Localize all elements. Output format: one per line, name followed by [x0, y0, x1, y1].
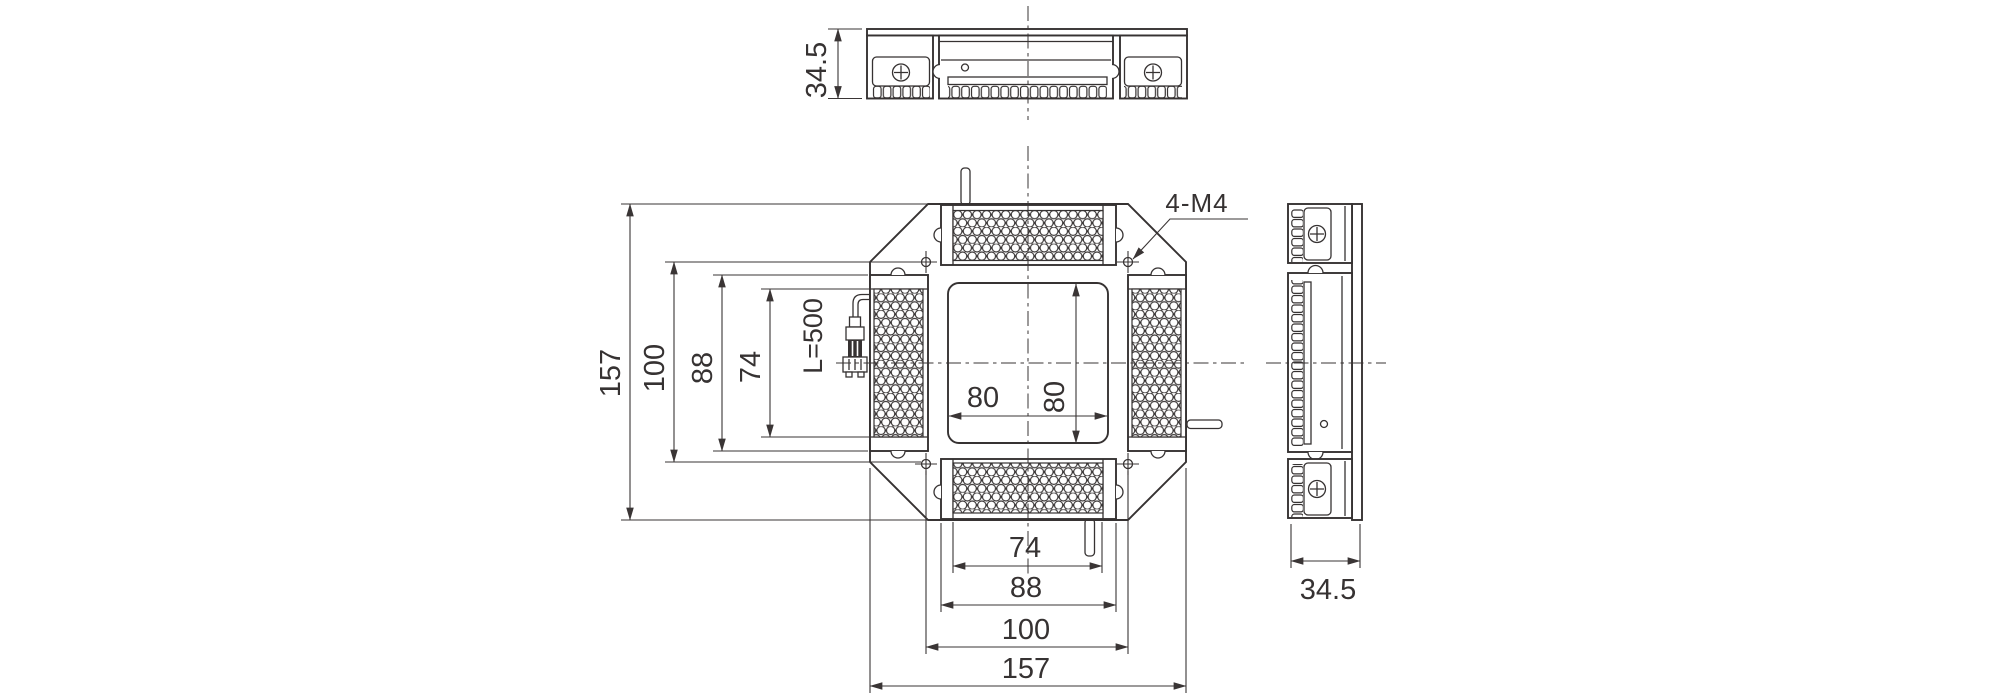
side-notch — [1307, 264, 1324, 274]
mounting-holes-m4 — [915, 251, 1139, 475]
connector-plug — [848, 340, 862, 357]
dim-label: 74 — [1009, 532, 1041, 564]
side-notch — [1115, 227, 1124, 243]
cable — [852, 293, 870, 317]
cable-length-label: L=500 — [798, 298, 828, 374]
dim-overall-width-157: 157 — [869, 468, 1187, 693]
side-notch — [1111, 63, 1120, 80]
front-view — [842, 167, 1223, 557]
callout-corner-holes: 4-M4 — [1132, 188, 1248, 260]
side-notch — [1150, 267, 1166, 276]
dim-label: 80 — [967, 382, 999, 414]
dim-opening-width-80: 80 — [948, 382, 1108, 420]
side-view-top-module — [1287, 203, 1353, 264]
dim-window-74-h: 74 — [952, 522, 1103, 573]
dim-label: 34.5 — [1300, 574, 1356, 606]
side-notch — [890, 267, 906, 276]
top-view-center-module — [932, 34, 1120, 100]
dim-label: 157 — [595, 349, 627, 397]
m4-hole — [915, 251, 937, 273]
dim-label: 80 — [1039, 381, 1071, 413]
side-notch — [1150, 450, 1166, 459]
indicator-hole — [960, 63, 970, 72]
dim-label: 100 — [639, 344, 671, 392]
side-notch — [933, 227, 942, 243]
dim-side-view-thickness: 34.5 — [1290, 524, 1361, 606]
side-notch — [890, 450, 906, 459]
side-view — [1287, 203, 1363, 521]
dim-top-view-thickness: 34.5 — [801, 28, 862, 100]
module-terminals — [1291, 209, 1303, 262]
right-module-terminals — [1124, 85, 1182, 99]
screw-icon — [891, 63, 911, 82]
side-notch — [1115, 484, 1124, 500]
dim-hole-pitch-100-v: 100 — [639, 261, 921, 463]
top-view-right-module — [1119, 34, 1188, 100]
screw-icon — [1143, 63, 1163, 82]
dim-module-88-h: 88 — [940, 523, 1117, 612]
connector-body — [845, 326, 865, 341]
dim-overall-height-157: 157 — [595, 203, 939, 521]
top-view-top-plate-edge — [866, 28, 1188, 37]
power-cable-connector — [842, 293, 870, 378]
side-view-bottom-module — [1287, 458, 1353, 519]
connector-ferrule — [848, 316, 862, 328]
dim-label: 74 — [735, 351, 767, 383]
dim-hole-pitch-100-h: 100 — [925, 471, 1129, 654]
dim-module-88-v: 88 — [687, 274, 868, 452]
dim-label: 100 — [1002, 614, 1050, 646]
module-terminals — [1291, 464, 1303, 517]
right-pin — [1186, 419, 1223, 430]
top-view — [866, 6, 1188, 120]
dim-label: 34.5 — [801, 42, 833, 98]
m4-hole — [915, 453, 937, 475]
m4-hole — [1117, 251, 1139, 273]
cable — [857, 298, 870, 317]
screw-icon — [1307, 224, 1327, 244]
dim-window-74-v: 74 — [735, 288, 872, 438]
bottom-pin — [1084, 518, 1096, 557]
dim-label: 157 — [1002, 653, 1050, 685]
m4-hole — [1117, 453, 1139, 475]
connector-foot — [857, 371, 865, 378]
top-pin — [960, 167, 971, 206]
dim-label: 88 — [1010, 572, 1042, 604]
side-view-plate-edge — [1351, 203, 1363, 521]
dim-opening-height-80: 80 — [1039, 283, 1080, 444]
thread-callout-label: 4-M4 — [1165, 188, 1228, 218]
side-notch — [933, 484, 942, 500]
top-view-left-module — [866, 34, 934, 100]
left-module-terminals — [872, 85, 930, 99]
side-notch — [932, 63, 941, 80]
screw-icon — [1307, 479, 1327, 499]
indicator-hole — [1319, 419, 1329, 429]
dim-label: 88 — [687, 352, 719, 384]
connector-foot — [845, 371, 853, 378]
